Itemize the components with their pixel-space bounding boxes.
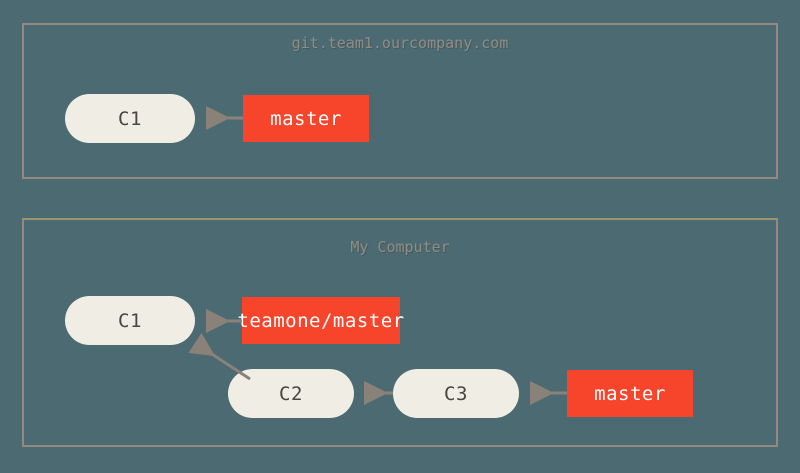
commit-node-c3-local: C3	[393, 369, 519, 418]
remote-repository-panel	[22, 23, 778, 179]
branch-label-master-remote: master	[243, 95, 369, 142]
remote-repository-title: git.team1.ourcompany.com	[291, 34, 509, 52]
commit-node-c2-local: C2	[228, 369, 354, 418]
local-repository-title: My Computer	[350, 238, 450, 256]
commit-node-c1-local: C1	[65, 296, 195, 345]
local-repository-panel	[22, 218, 778, 447]
commit-node-c1-remote: C1	[65, 94, 195, 143]
branch-label-teamone-master-local: teamone/master	[237, 297, 404, 344]
branch-label-master-local: master	[567, 370, 693, 417]
